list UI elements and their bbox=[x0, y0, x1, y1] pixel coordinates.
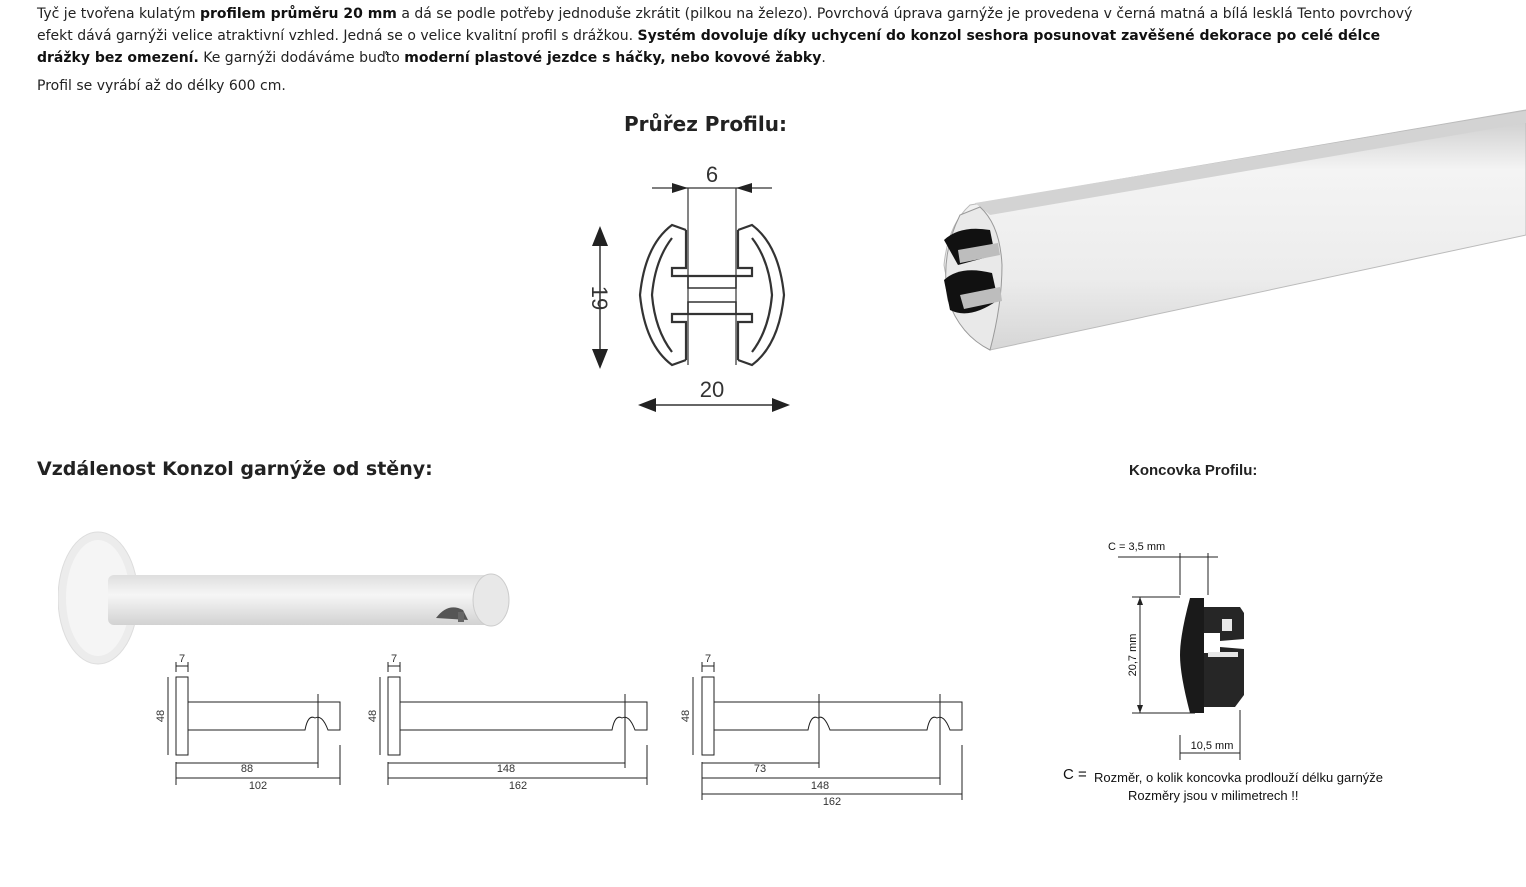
endcap-height: 20,7 mm bbox=[1127, 634, 1139, 677]
b2-total: 162 bbox=[509, 780, 527, 792]
b1-inner: 88 bbox=[241, 763, 253, 775]
b3-total: 162 bbox=[823, 796, 841, 808]
intro-b2: Systém dovoluje díky uchycení do konzol … bbox=[37, 28, 1381, 66]
profile-rod-image bbox=[943, 109, 1526, 351]
endcap-drawing: C = 3,5 mm 20,7 mm 10,5 mm bbox=[1108, 541, 1244, 760]
intro-t3: Ke garnýži dodáváme buďto bbox=[198, 50, 405, 66]
intro-t2: a dá se podle potřeby jednoduše zkrátit … bbox=[37, 6, 1413, 44]
intro-t4: . bbox=[821, 50, 826, 66]
b3-inner1: 73 bbox=[754, 763, 766, 775]
b3-inner2: 148 bbox=[811, 780, 829, 792]
konzol-heading: Vzdálenost Konzol garnýže od stěny: bbox=[37, 458, 433, 480]
koncovka-heading: Koncovka Profilu: bbox=[1129, 462, 1258, 479]
endcap-c: C = 3,5 mm bbox=[1108, 541, 1165, 553]
intro-paragraph: Tyč je tvořena kulatým profilem průměru … bbox=[37, 3, 1437, 69]
profile-heading: Průřez Profilu: bbox=[624, 112, 787, 136]
endcap-note-units: Rozměry jsou v milimetrech !! bbox=[1128, 788, 1299, 803]
b2-wall: 7 bbox=[391, 653, 397, 665]
bracket-image bbox=[58, 531, 510, 665]
dim-groove: 6 bbox=[706, 162, 718, 187]
intro-t1: Tyč je tvořena kulatým bbox=[37, 6, 200, 22]
intro-text: Tyč je tvořena kulatým profilem průměru … bbox=[37, 3, 1437, 69]
profile-cross-section-drawing: 6 19 20 bbox=[587, 162, 790, 412]
b2-inner: 148 bbox=[497, 763, 515, 775]
intro-b1: profilem průměru 20 mm bbox=[199, 6, 397, 22]
b1-height: 48 bbox=[155, 710, 167, 722]
b2-height: 48 bbox=[367, 710, 379, 722]
endcap-note-c: C = bbox=[1063, 766, 1087, 783]
b1-wall: 7 bbox=[179, 653, 185, 665]
b3-wall: 7 bbox=[705, 653, 711, 665]
dim-height: 19 bbox=[587, 286, 612, 310]
dim-diameter: 20 bbox=[700, 377, 724, 402]
endcap-width: 10,5 mm bbox=[1191, 740, 1234, 752]
b1-total: 102 bbox=[249, 780, 267, 792]
length-paragraph: Profil se vyrábí až do délky 600 cm. bbox=[37, 78, 286, 94]
bracket-drawings: 7 48 88 102 7 48 148 162 7 48 73 148 162 bbox=[155, 653, 963, 808]
b3-height: 48 bbox=[680, 710, 692, 722]
endcap-note-text: Rozměr, o kolik koncovka prodlouží délku… bbox=[1094, 770, 1384, 785]
intro-b3: moderní plastové jezdce s háčky, nebo ko… bbox=[404, 50, 822, 66]
